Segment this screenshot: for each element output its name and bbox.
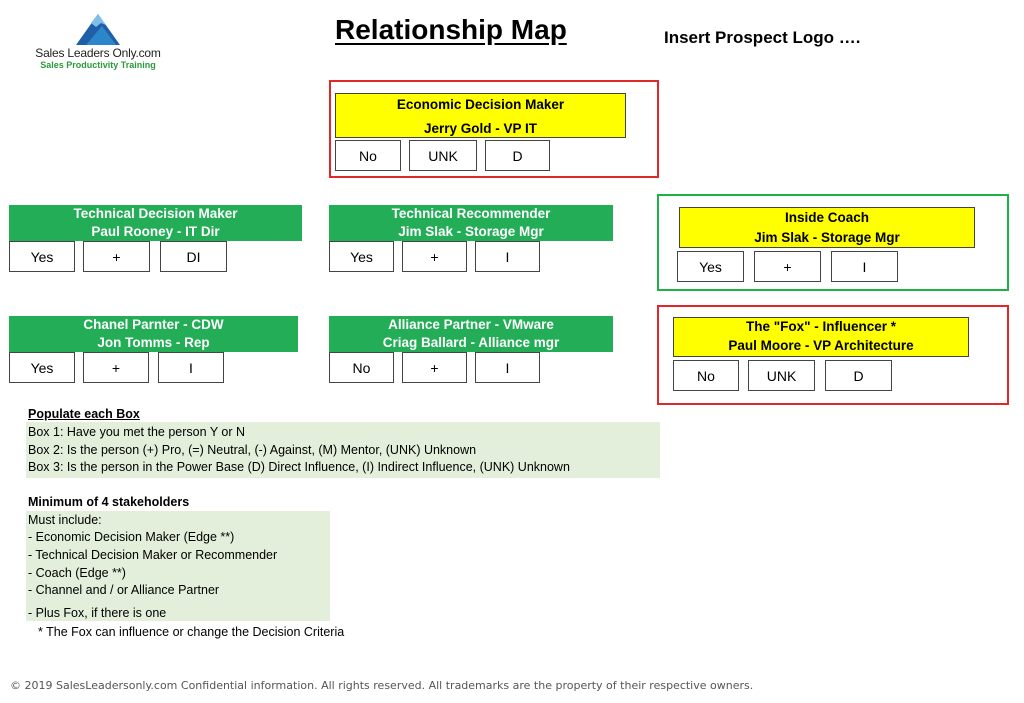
stakeholder-role: Technical Recommender (391, 206, 551, 221)
technical-decision-maker-card[interactable]: Technical Decision Maker Paul Rooney - I… (9, 205, 302, 241)
box-2-stance[interactable]: + (83, 241, 150, 272)
box-3-power[interactable]: I (475, 352, 540, 383)
channel-partner-card[interactable]: Chanel Parnter - CDW Jon Tomms - Rep (9, 316, 298, 352)
technical-recommender-card[interactable]: Technical Recommender Jim Slak - Storage… (329, 205, 613, 241)
stakeholder-person: Paul Moore - VP Architecture (728, 338, 914, 353)
box-3-power[interactable]: DI (160, 241, 227, 272)
minimum-line: - Coach (Edge **) (28, 566, 126, 580)
stakeholder-role: Economic Decision Maker (396, 97, 565, 112)
economic-frame (329, 80, 659, 178)
stakeholder-person: Criag Ballard - Alliance mgr (382, 335, 560, 350)
box-2-stance[interactable]: + (402, 352, 467, 383)
minimum-line: Must include: (28, 513, 102, 527)
stakeholder-role: Alliance Partner - VMware (388, 317, 554, 332)
stakeholder-person: Jerry Gold - VP IT (423, 121, 538, 136)
minimum-line: - Economic Decision Maker (Edge **) (28, 530, 235, 544)
fox-frame (657, 305, 1009, 405)
minimum-line: - Channel and / or Alliance Partner (28, 583, 220, 597)
alliance-partner-card[interactable]: Alliance Partner - VMware Criag Ballard … (329, 316, 613, 352)
economic-card[interactable]: Economic Decision Maker Jerry Gold - VP … (335, 93, 626, 138)
stakeholder-person: Paul Rooney - IT Dir (91, 224, 220, 239)
box-1-met[interactable]: Yes (329, 241, 394, 272)
page-title: Relationship Map (335, 14, 567, 45)
populate-line: Box 1: Have you met the person Y or N (28, 425, 246, 439)
populate-box (26, 422, 660, 478)
box-3-power[interactable]: I (831, 251, 898, 282)
box-2-stance[interactable]: + (83, 352, 149, 383)
box-1-met[interactable]: No (335, 140, 401, 171)
stakeholder-person: Jim Slak - Storage Mgr (398, 224, 544, 239)
minimum-line: - Technical Decision Maker or Recommende… (28, 548, 278, 562)
box-2-stance[interactable]: + (402, 241, 467, 272)
box-2-stance[interactable]: UNK (409, 140, 477, 171)
copyright-footer: © 2019 SalesLeadersonly.com Confidential… (10, 679, 754, 692)
fox-influencer-card[interactable]: The "Fox" - Influencer * Paul Moore - VP… (673, 317, 969, 357)
populate-line: Box 3: Is the person in the Power Base (… (28, 460, 570, 474)
brand-logo: Sales Leaders Only.com Sales Productivit… (28, 12, 168, 76)
stakeholder-role: Chanel Parnter - CDW (83, 317, 224, 332)
prospect-logo-placeholder[interactable]: Insert Prospect Logo …. (664, 28, 861, 47)
box-2-stance[interactable]: + (754, 251, 821, 282)
stakeholder-role: Inside Coach (784, 210, 870, 225)
populate-heading: Populate each Box (28, 407, 140, 421)
inside-coach-card[interactable]: Inside Coach Jim Slak - Storage Mgr (679, 207, 975, 248)
minimum-box (26, 511, 330, 621)
box-2-stance[interactable]: UNK (748, 360, 815, 391)
mountain-icon (76, 14, 120, 45)
box-3-power[interactable]: I (475, 241, 540, 272)
stakeholder-role: Technical Decision Maker (73, 206, 238, 221)
stakeholder-person: Jon Tomms - Rep (97, 335, 210, 350)
populate-line: Box 2: Is the person (+) Pro, (=) Neutra… (28, 443, 477, 457)
box-1-met[interactable]: Yes (9, 352, 75, 383)
minimum-line: - Plus Fox, if there is one (28, 606, 167, 620)
stakeholder-role: The "Fox" - Influencer * (745, 319, 897, 334)
box-3-power[interactable]: I (158, 352, 224, 383)
box-1-met[interactable]: No (673, 360, 739, 391)
box-1-met[interactable]: Yes (9, 241, 75, 272)
brand-name: Sales Leaders Only.com (35, 46, 161, 60)
stakeholder-person: Jim Slak - Storage Mgr (754, 230, 900, 245)
box-1-met[interactable]: Yes (677, 251, 744, 282)
box-1-met[interactable]: No (329, 352, 394, 383)
box-3-power[interactable]: D (485, 140, 550, 171)
coach-frame (657, 194, 1009, 291)
fox-footnote: * The Fox can influence or change the De… (38, 625, 345, 639)
minimum-heading: Minimum of 4 stakeholders (28, 495, 190, 509)
box-3-power[interactable]: D (825, 360, 892, 391)
brand-tagline: Sales Productivity Training (40, 60, 156, 70)
